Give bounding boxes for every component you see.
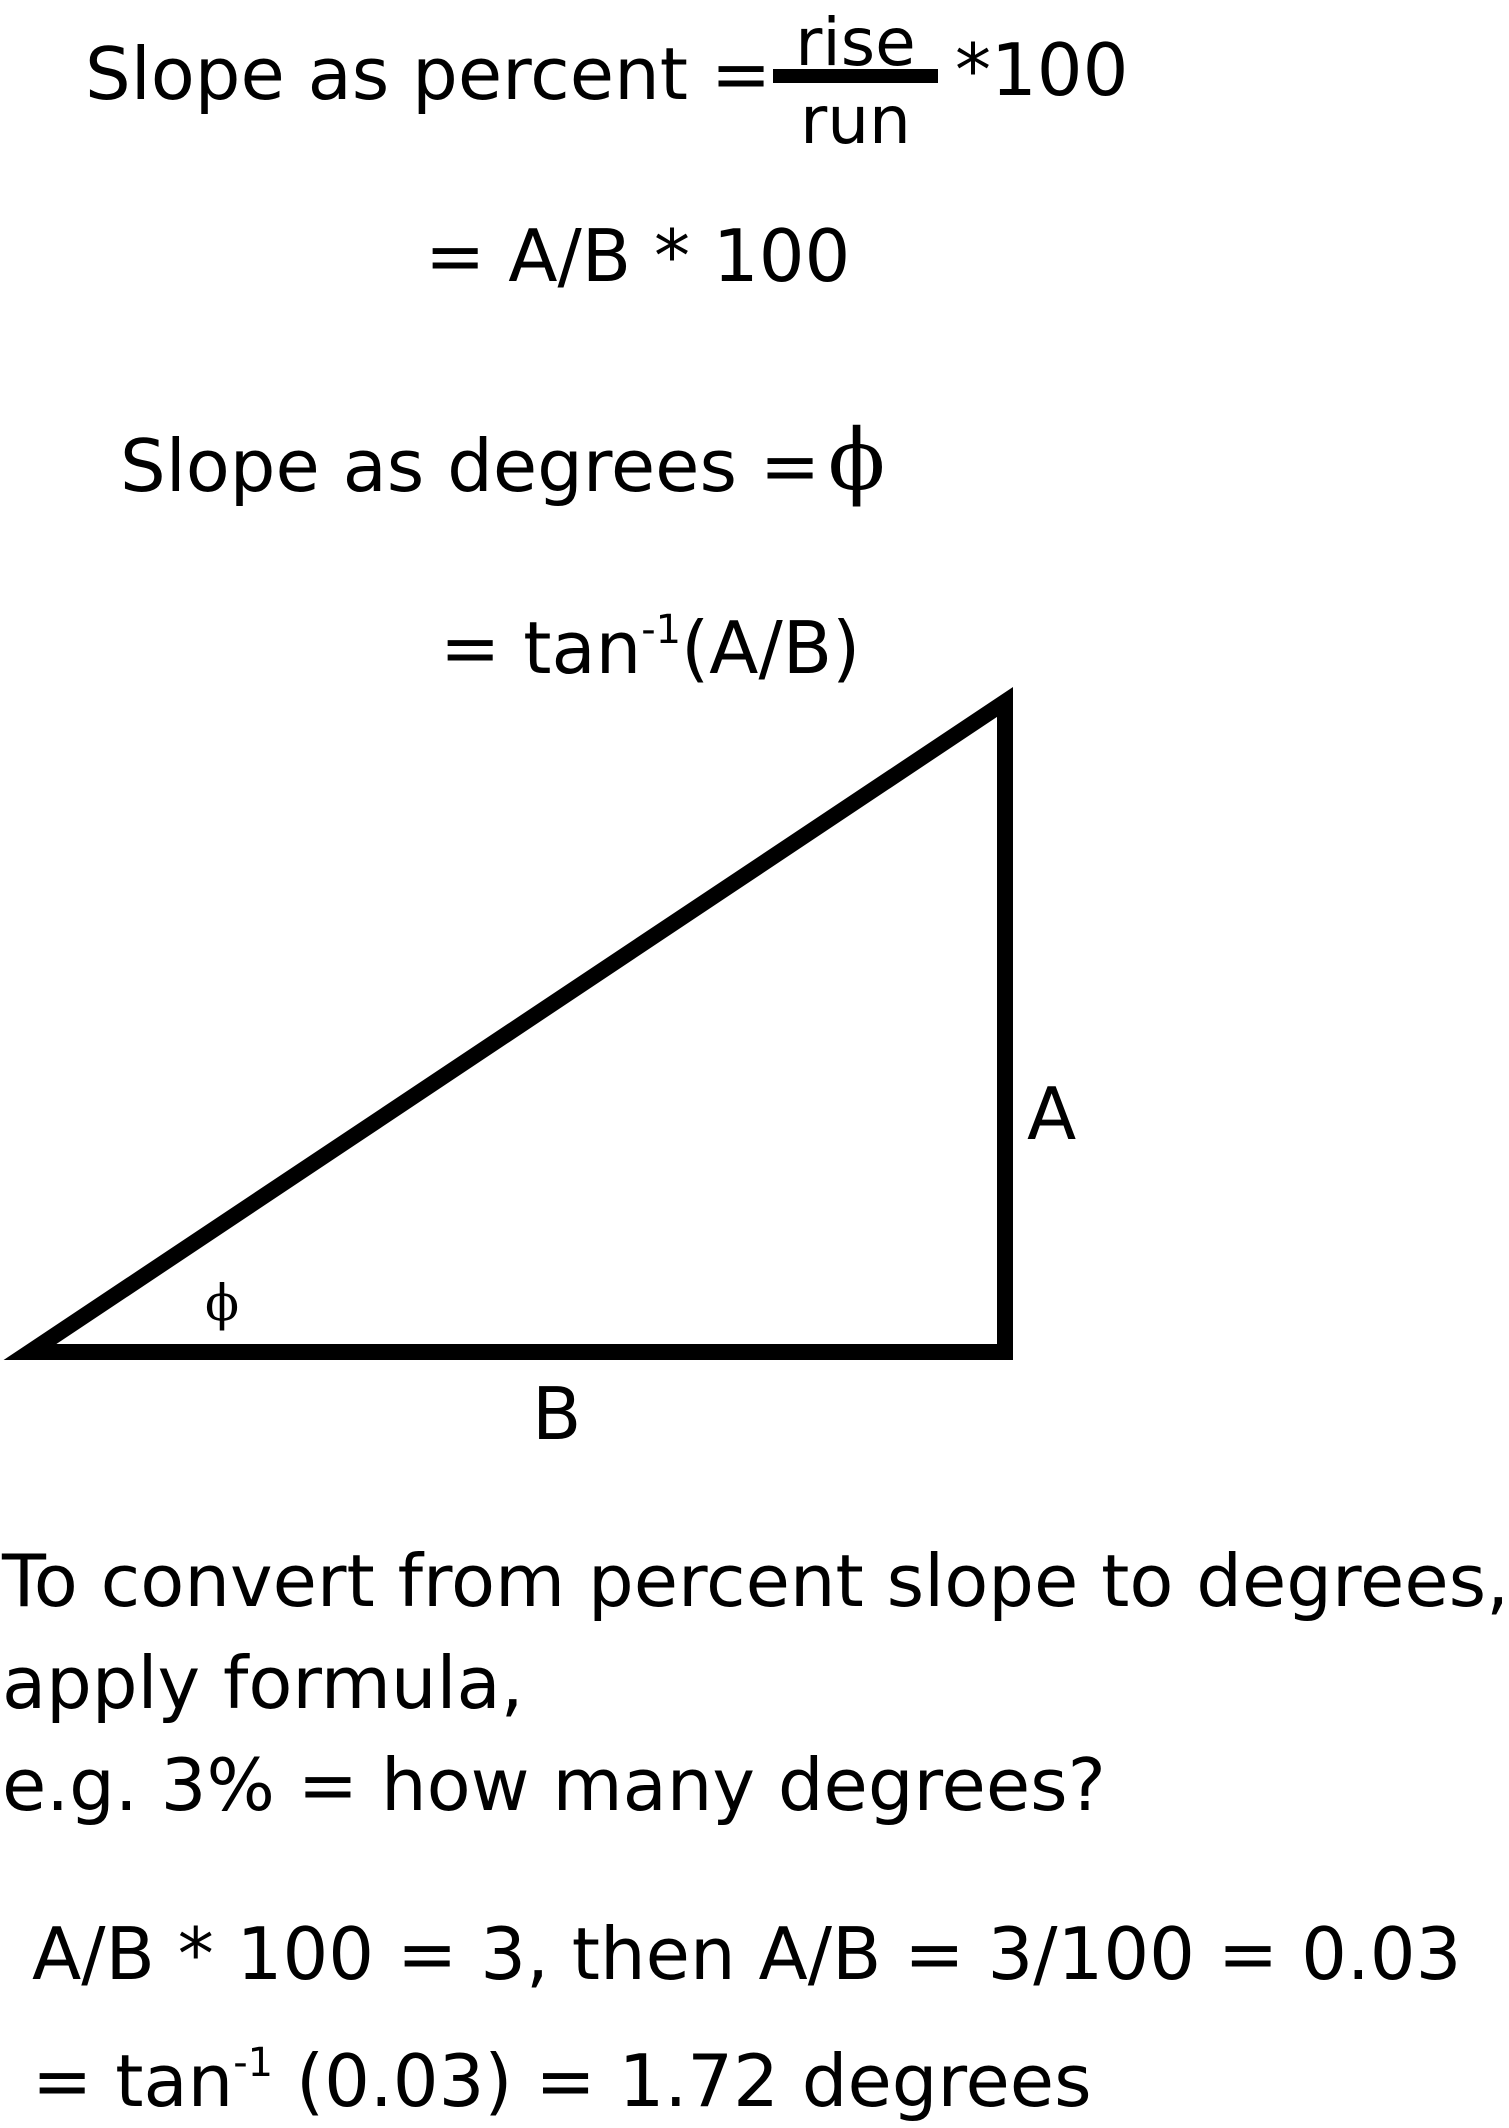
right-triangle-diagram — [3, 687, 1013, 1360]
rise-over-run-fraction: rise run — [773, 0, 938, 159]
triangle-outline — [3, 687, 1013, 1360]
fraction-denominator: run — [800, 82, 911, 159]
explanation-line-1: To convert from percent slope to degrees… — [2, 1539, 1509, 1623]
explanation-line-2: apply formula, — [2, 1641, 524, 1725]
percent-expression: = A/B * 100 — [425, 214, 851, 298]
worked-tan-prefix: = tan — [32, 2039, 234, 2123]
explanation-text: To convert from percent slope to degrees… — [2, 1530, 1509, 1836]
worked-result: (0.03) = 1.72 degrees — [273, 2039, 1092, 2123]
side-b-label: B — [532, 1372, 582, 1456]
worked-inverse-superscript: -1 — [233, 2040, 274, 2086]
side-a-label: A — [1027, 1072, 1077, 1156]
tan-argument: (A/B) — [681, 606, 861, 690]
percent-label: Slope as percent = — [85, 32, 772, 116]
degrees-label: Slope as degrees = — [120, 424, 821, 508]
percent-multiplier: *100 — [955, 28, 1129, 112]
fraction-numerator: rise — [795, 4, 916, 81]
inverse-superscript: -1 — [641, 607, 682, 653]
degrees-expression: = tan-1(A/B) — [440, 610, 860, 684]
worked-line-2: = tan-1 (0.03) = 1.72 degrees — [32, 2043, 1092, 2117]
explanation-line-3: e.g. 3% = how many degrees? — [2, 1743, 1106, 1827]
angle-phi-label: ϕ — [205, 1274, 240, 1332]
tan-prefix: = tan — [440, 606, 642, 690]
worked-line-1: A/B * 100 = 3, then A/B = 3/100 = 0.03 — [32, 1912, 1462, 1996]
phi-symbol: ϕ — [828, 411, 886, 509]
fraction-bar — [773, 69, 938, 83]
